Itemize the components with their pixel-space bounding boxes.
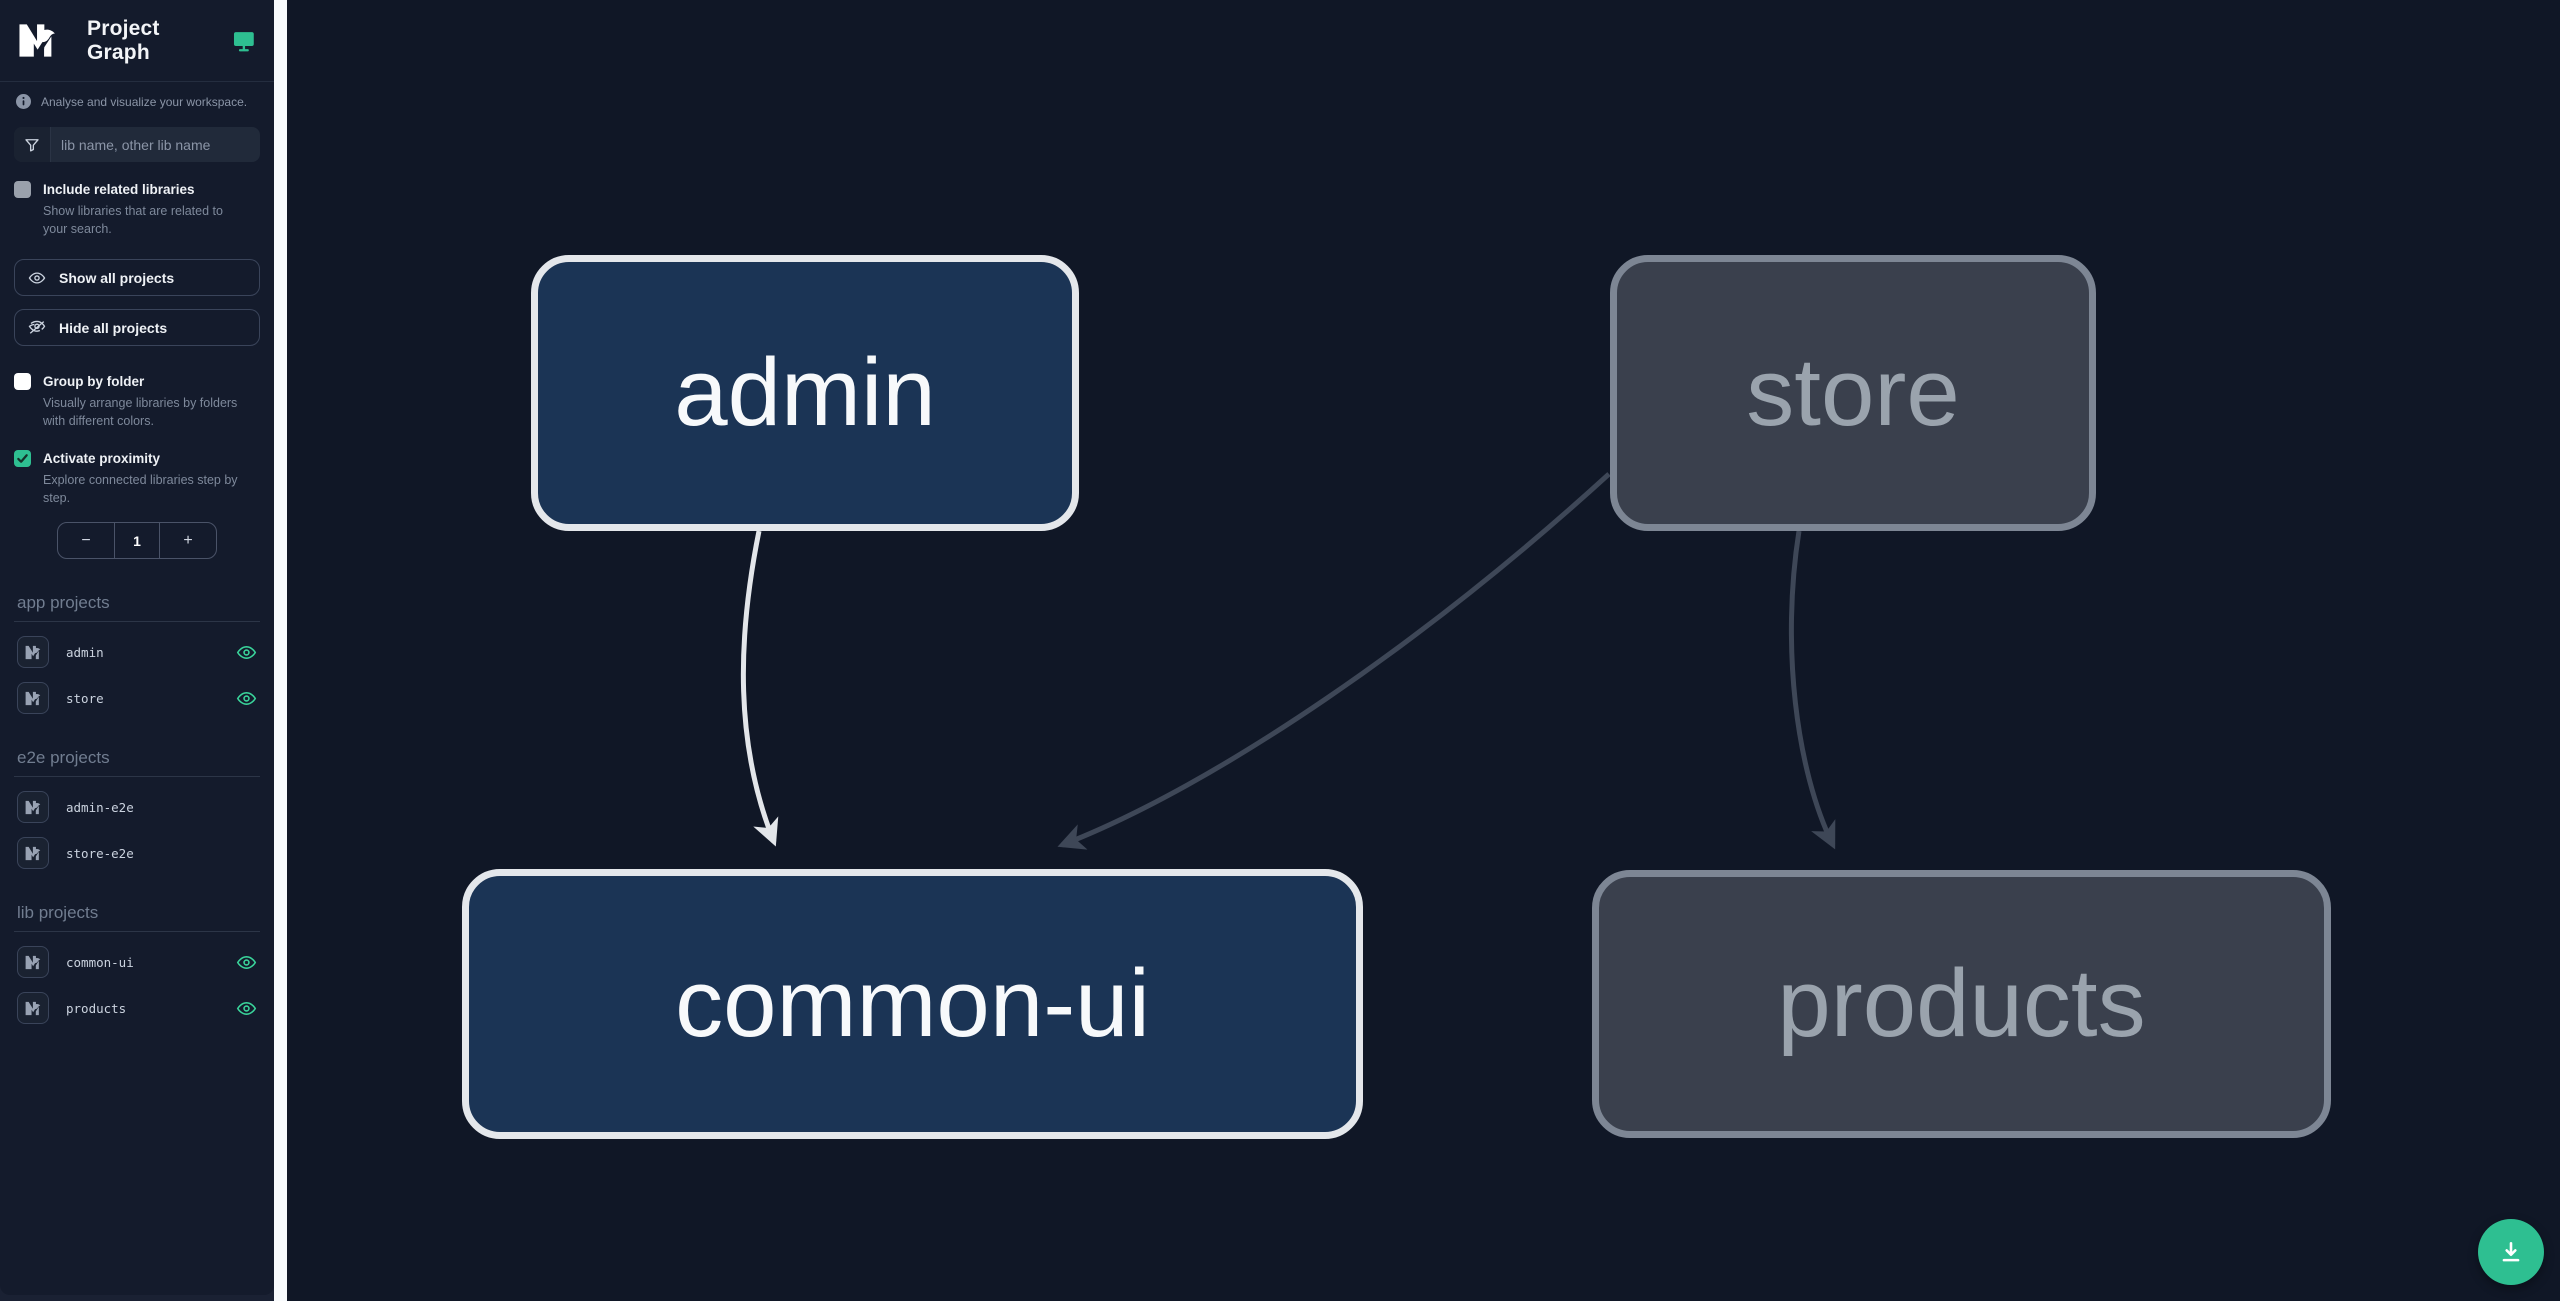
toggle-include-related[interactable]: Include related libraries Show libraries… xyxy=(0,180,274,239)
show-all-projects-button[interactable]: Show all projects xyxy=(14,259,260,297)
decrement-button[interactable]: − xyxy=(58,523,114,558)
project-name: admin-e2e xyxy=(66,799,134,815)
focus-project-button[interactable] xyxy=(17,837,49,870)
hide-all-projects-button[interactable]: Hide all projects xyxy=(14,309,260,347)
node-products[interactable]: products xyxy=(1592,870,2331,1138)
list-item: store-e2e xyxy=(14,837,260,870)
edge-store-to-products[interactable] xyxy=(1788,530,1836,850)
hide-all-label: Hide all projects xyxy=(59,319,168,336)
toggle-label: Activate proximity xyxy=(43,451,161,467)
section-e2e-projects: e2e projects admin-e2e store-e2e xyxy=(0,748,274,870)
edge-admin-to-common-ui[interactable] xyxy=(740,530,779,847)
graph-canvas[interactable]: admin store common-ui products xyxy=(287,0,2560,1301)
toggle-activate-proximity[interactable]: Activate proximity Explore connected lib… xyxy=(0,449,274,508)
focus-project-button[interactable] xyxy=(17,946,49,979)
download-icon xyxy=(2502,1242,2520,1262)
section-title: e2e projects xyxy=(14,748,260,778)
section-app-projects: app projects admin store xyxy=(0,593,274,715)
checkbox-include-related[interactable] xyxy=(14,181,31,198)
tagline-text: Analyse and visualize your workspace. xyxy=(41,94,248,109)
info-icon xyxy=(16,94,31,109)
node-label: common-ui xyxy=(675,950,1150,1057)
eye-icon[interactable] xyxy=(236,998,257,1019)
node-store[interactable]: store xyxy=(1610,255,2096,531)
nx-logo-icon xyxy=(19,24,55,57)
node-label: store xyxy=(1746,339,1960,446)
tagline-row: Analyse and visualize your workspace. xyxy=(0,82,274,113)
eye-icon[interactable] xyxy=(236,642,257,663)
page-title: Project Graph xyxy=(87,16,160,64)
monitor-icon[interactable] xyxy=(232,28,256,54)
toggle-description: Show libraries that are related to your … xyxy=(43,203,223,237)
eye-off-icon xyxy=(28,320,46,334)
eye-icon xyxy=(28,272,46,284)
focus-project-button[interactable] xyxy=(17,791,49,824)
sidebar-header: Project Graph xyxy=(0,0,274,82)
edge-store-to-common-ui[interactable] xyxy=(1057,472,1611,850)
funnel-icon xyxy=(14,127,51,162)
section-lib-projects: lib projects common-ui products xyxy=(0,903,274,1025)
list-item: store xyxy=(14,682,260,715)
project-name: store-e2e xyxy=(66,845,134,861)
sidebar-divider xyxy=(274,0,287,1301)
list-item: admin xyxy=(14,636,260,669)
stepper-value: 1 xyxy=(114,523,160,559)
project-name: store xyxy=(66,690,104,706)
show-all-label: Show all projects xyxy=(59,269,175,286)
project-name: products xyxy=(66,1000,127,1016)
node-label: products xyxy=(1777,950,2146,1057)
search-input[interactable] xyxy=(51,127,260,162)
edge-layer xyxy=(740,472,1836,850)
download-image-button[interactable] xyxy=(2478,1219,2544,1285)
toggle-description: Explore connected libraries step by step… xyxy=(43,472,238,506)
toggle-label: Include related libraries xyxy=(43,182,195,197)
node-label: admin xyxy=(674,339,936,446)
checkbox-activate-proximity[interactable] xyxy=(14,450,31,468)
eye-icon[interactable] xyxy=(236,952,257,973)
increment-button[interactable]: + xyxy=(160,523,216,558)
proximity-depth-stepper: − 1 + xyxy=(57,522,217,560)
focus-project-button[interactable] xyxy=(17,992,49,1025)
section-title: lib projects xyxy=(14,903,260,933)
list-item: common-ui xyxy=(14,946,260,979)
sidebar: Project Graph Analyse and visualize your… xyxy=(0,0,274,1301)
focus-project-button[interactable] xyxy=(17,682,49,715)
focus-project-button[interactable] xyxy=(17,636,49,669)
toggle-label: Group by folder xyxy=(43,374,145,390)
sidebar-panel: Project Graph Analyse and visualize your… xyxy=(0,0,274,1295)
project-name: admin xyxy=(66,644,104,660)
section-title: app projects xyxy=(14,593,260,623)
node-common-ui[interactable]: common-ui xyxy=(462,869,1363,1139)
toggle-description: Visually arrange libraries by folders wi… xyxy=(43,395,238,429)
list-item: admin-e2e xyxy=(14,791,260,824)
toggle-group-by-folder[interactable]: Group by folder Visually arrange librari… xyxy=(0,372,274,431)
search-box xyxy=(14,127,260,162)
eye-icon[interactable] xyxy=(236,688,257,709)
project-name: common-ui xyxy=(66,954,134,970)
checkbox-group-by-folder[interactable] xyxy=(14,373,31,391)
node-admin[interactable]: admin xyxy=(531,255,1079,531)
list-item: products xyxy=(14,992,260,1025)
